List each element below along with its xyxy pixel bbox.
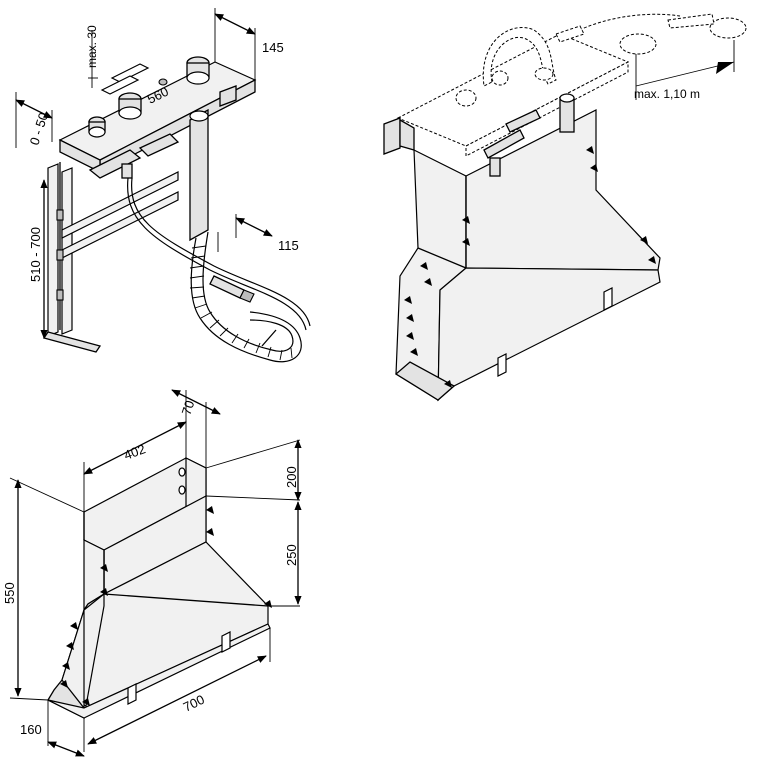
dim-145: 145 xyxy=(262,40,284,55)
dim-115: 115 xyxy=(278,238,299,253)
dim-0-50: 0 - 50 xyxy=(27,111,52,147)
dimensioned-box-figure: 70 402 200 250 550 700 160 xyxy=(2,389,302,757)
dim-700: 700 xyxy=(181,692,207,715)
dim-70: 70 xyxy=(179,399,198,417)
dim-510-700: 510 - 700 xyxy=(28,227,43,282)
dim-550: 550 xyxy=(2,582,17,604)
dim-160: 160 xyxy=(20,722,42,737)
dim-250: 250 xyxy=(284,544,299,566)
frame-upright xyxy=(47,163,59,337)
installation-frame-figure: max. 30 145 560 0 - 50 510 - 700 115 xyxy=(15,8,311,363)
dim-402: 402 xyxy=(122,441,148,463)
dim-max-30: max. 30 xyxy=(85,25,99,68)
dim-200: 200 xyxy=(284,466,299,488)
installed-box-figure: max. 1,10 m xyxy=(383,13,747,402)
dim-max-1-10m: max. 1,10 m xyxy=(634,87,700,101)
corrugated-hose xyxy=(190,237,302,363)
